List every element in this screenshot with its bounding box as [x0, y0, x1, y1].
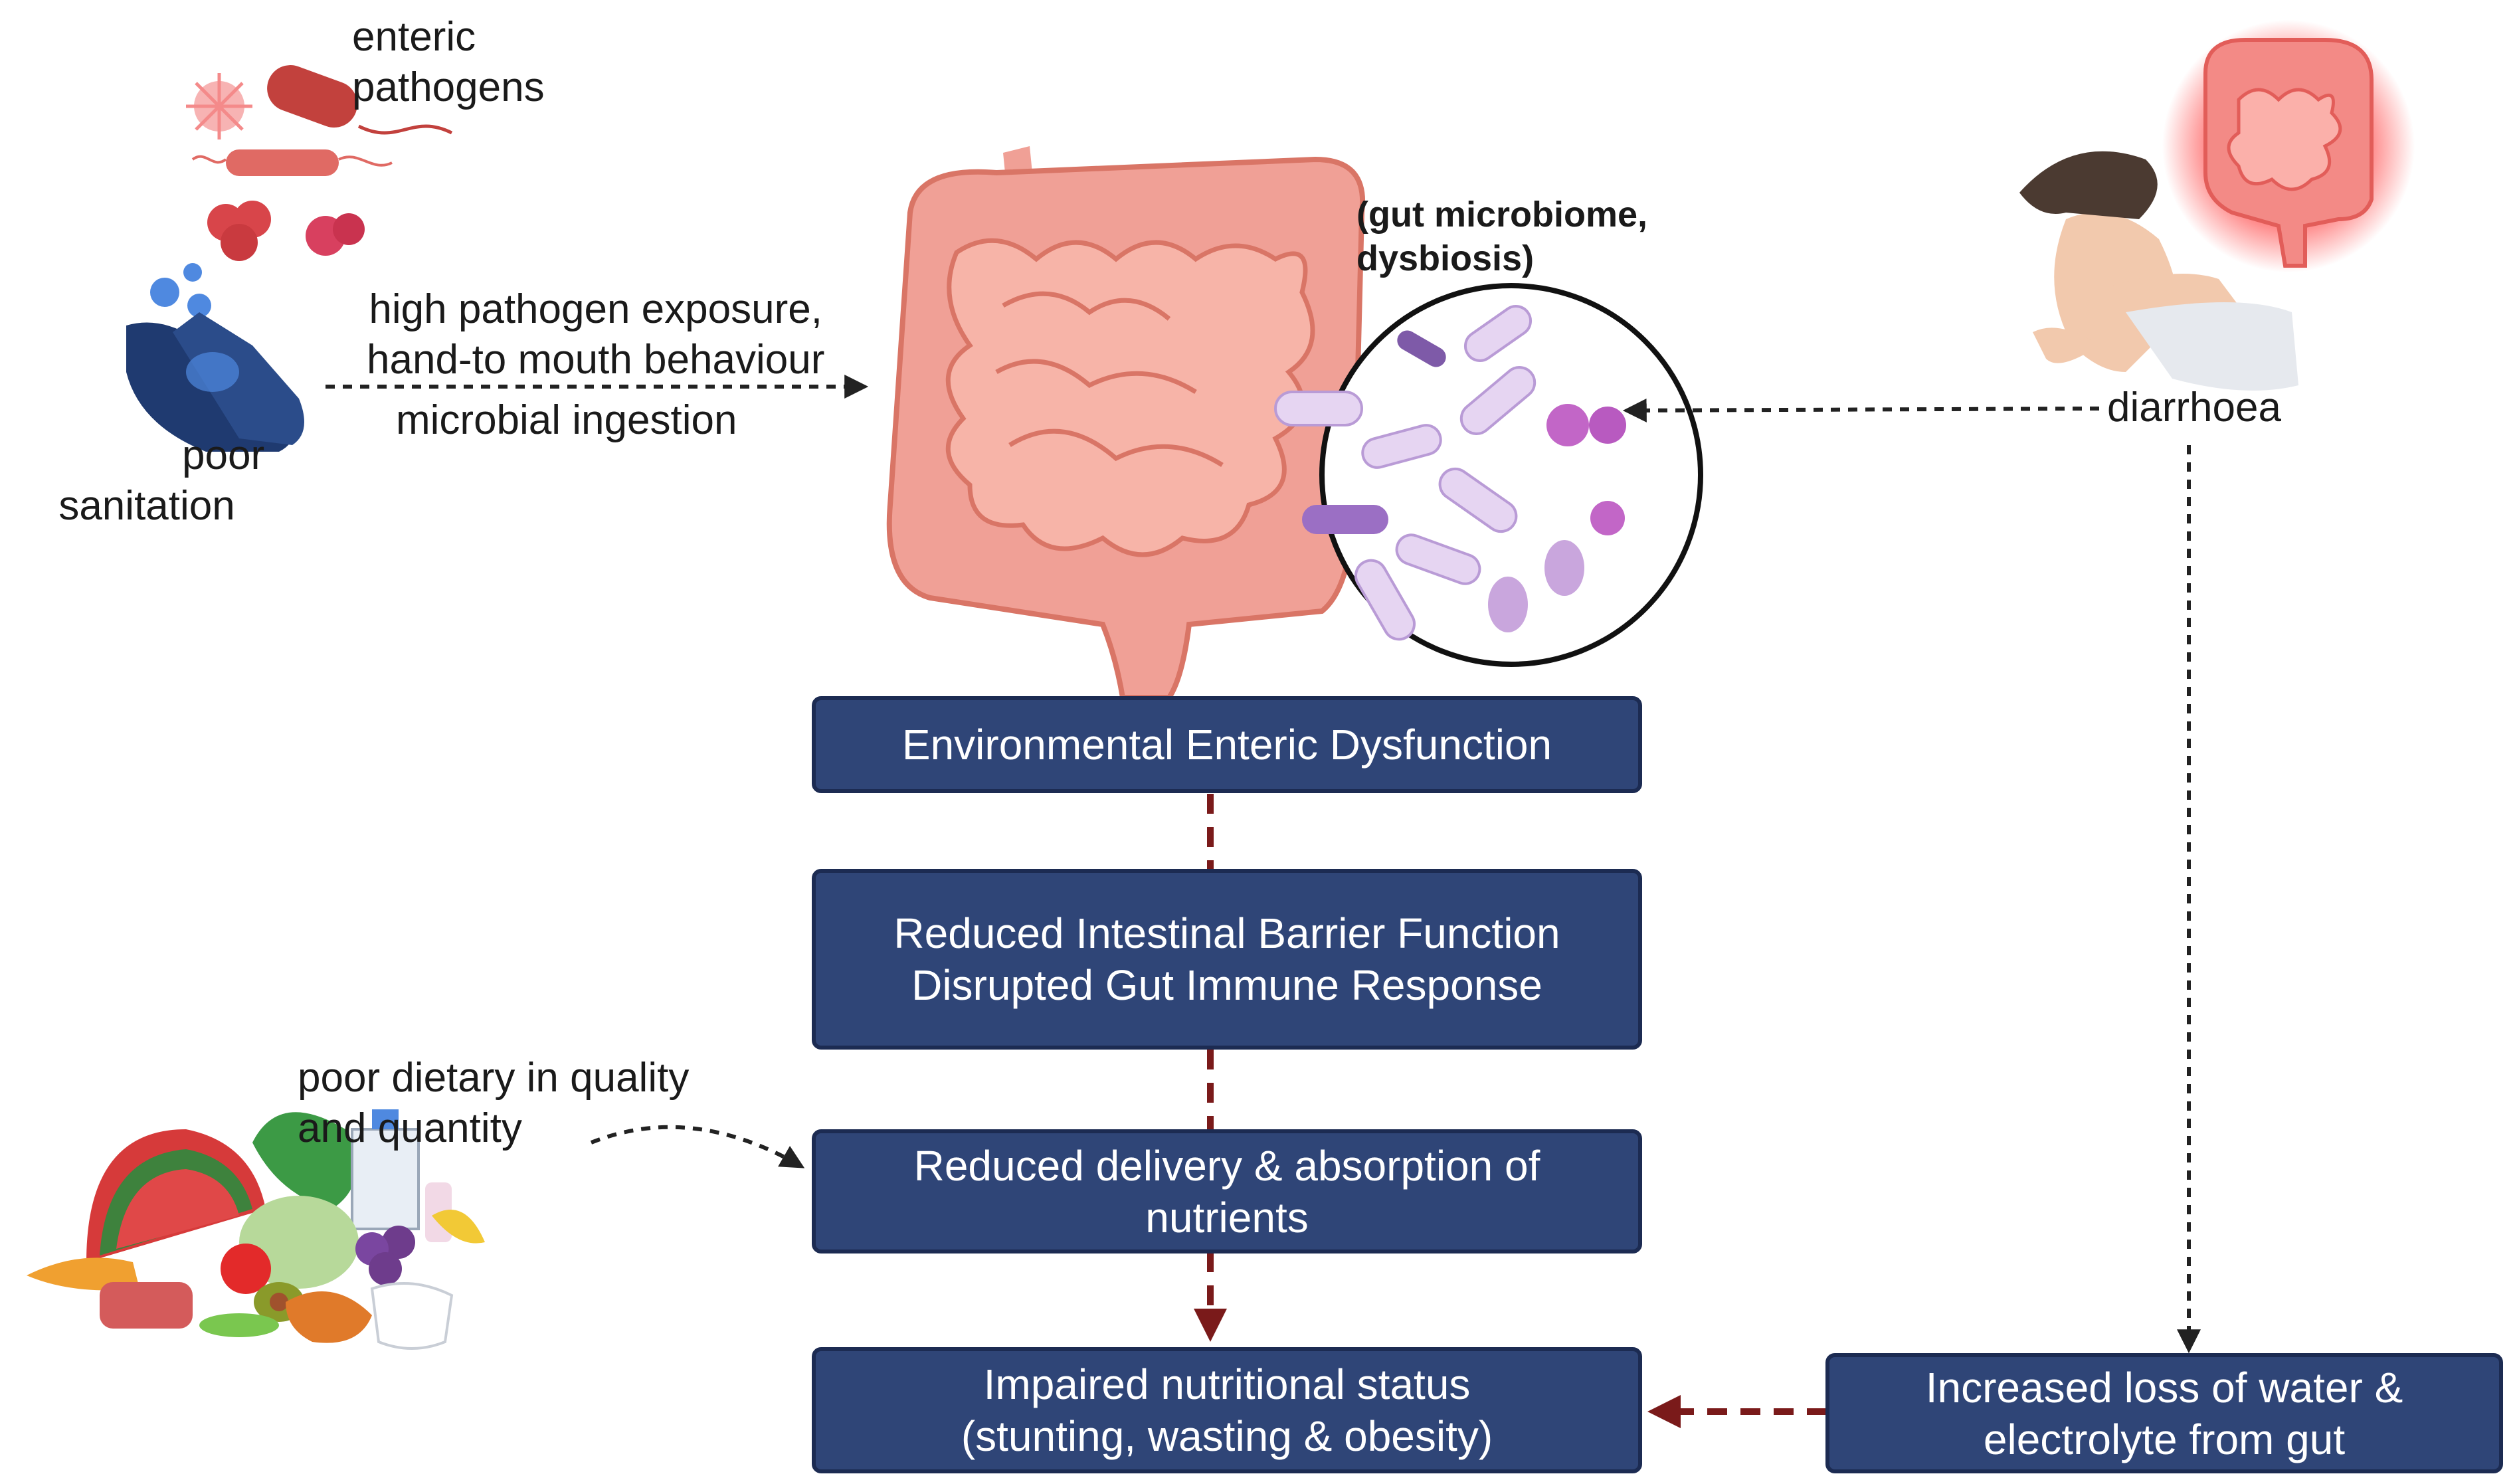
intestine-icon — [886, 146, 1366, 700]
diet-to-delivery-arrow — [590, 1125, 805, 1168]
sick-person-icon — [2019, 151, 2298, 391]
impaired-status-box: Impaired nutritional status (stunting, w… — [812, 1347, 1642, 1473]
bacteria-icon — [191, 65, 453, 261]
diarrhoea-to-microbiome-arrow — [1622, 398, 2100, 422]
microbiome-label: (gut microbiome, dysbiosis) — [1356, 195, 1648, 278]
eed-box: Environmental Enteric Dysfunction — [812, 696, 1642, 793]
inflamed-intestine-icon — [2162, 20, 2415, 272]
food-pile-icon — [27, 1109, 485, 1350]
delivery-box: Reduced delivery & absorption of nutrien… — [812, 1129, 1642, 1253]
poor-sanitation-label: poor sanitation — [58, 432, 265, 529]
poor-diet-label: poor dietary in quality and quantity — [298, 1055, 690, 1151]
enteric-pathogens-label: enteric pathogens — [352, 14, 545, 110]
microbial-ingestion-label: microbial ingestion — [396, 397, 737, 443]
diarrhoea-label: diarrhoea — [2107, 385, 2281, 430]
virus-icon — [186, 73, 252, 139]
exposure-label: high pathogen exposure, hand-to mouth be… — [367, 286, 825, 383]
water-loss-box: Increased loss of water & electrolyte fr… — [1825, 1353, 2503, 1473]
handwashing-icon — [126, 263, 304, 452]
barrier-box: Reduced Intestinal Barrier Function Disr… — [812, 869, 1642, 1050]
microbiome-magnifier-icon — [1274, 283, 1703, 667]
